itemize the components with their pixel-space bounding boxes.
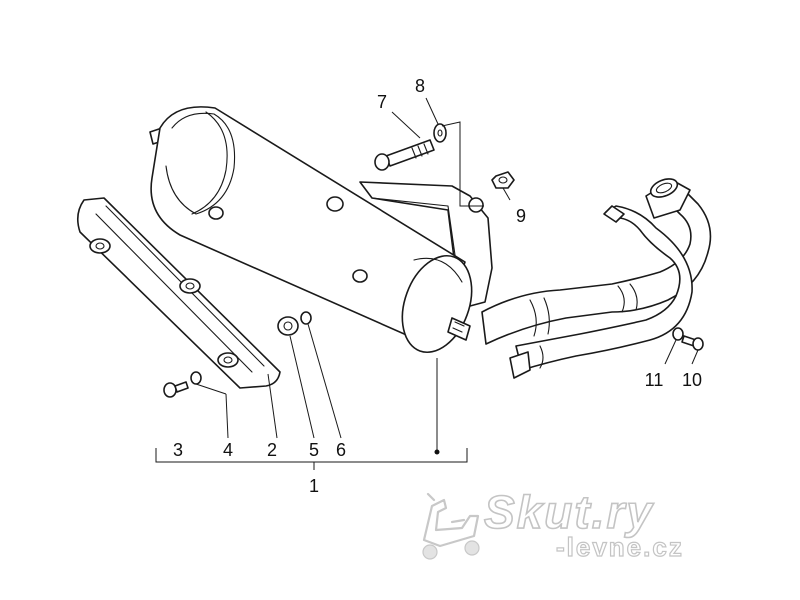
scooter-icon [422,492,480,560]
callout-11: 11 [645,370,664,390]
callout-4: 4 [223,440,233,460]
spacer-washer [300,311,312,325]
callout-5: 5 [309,440,319,460]
long-bolt [374,139,435,171]
pipe-washer [672,327,684,341]
callout-8: 8 [415,76,425,96]
watermark-domain: -levne.cz [556,532,684,562]
callout-2: 2 [267,440,277,460]
hex-nut [491,171,515,189]
exhaust-pipe [481,178,712,379]
shield-screw [163,381,189,398]
callout-3: 3 [173,440,183,460]
pipe-bolt [681,335,704,351]
watermark-logo: Skut.ry -levne.cz [422,485,684,563]
callout-10: 10 [682,370,702,390]
callout-1: 1 [309,476,319,496]
washer-upper [433,123,447,143]
muffler [149,106,473,354]
rubber-grommet [277,316,299,336]
callout-6: 6 [336,440,346,460]
callout-9: 9 [516,206,526,226]
shield-washer [190,371,202,385]
watermark-brand: Skut.ry [484,486,654,538]
callout-labels: 1 2 3 4 5 6 7 8 9 10 11 [173,76,702,496]
leader-lines [155,97,699,470]
heat-shield [76,197,281,389]
callout-7: 7 [377,92,387,112]
